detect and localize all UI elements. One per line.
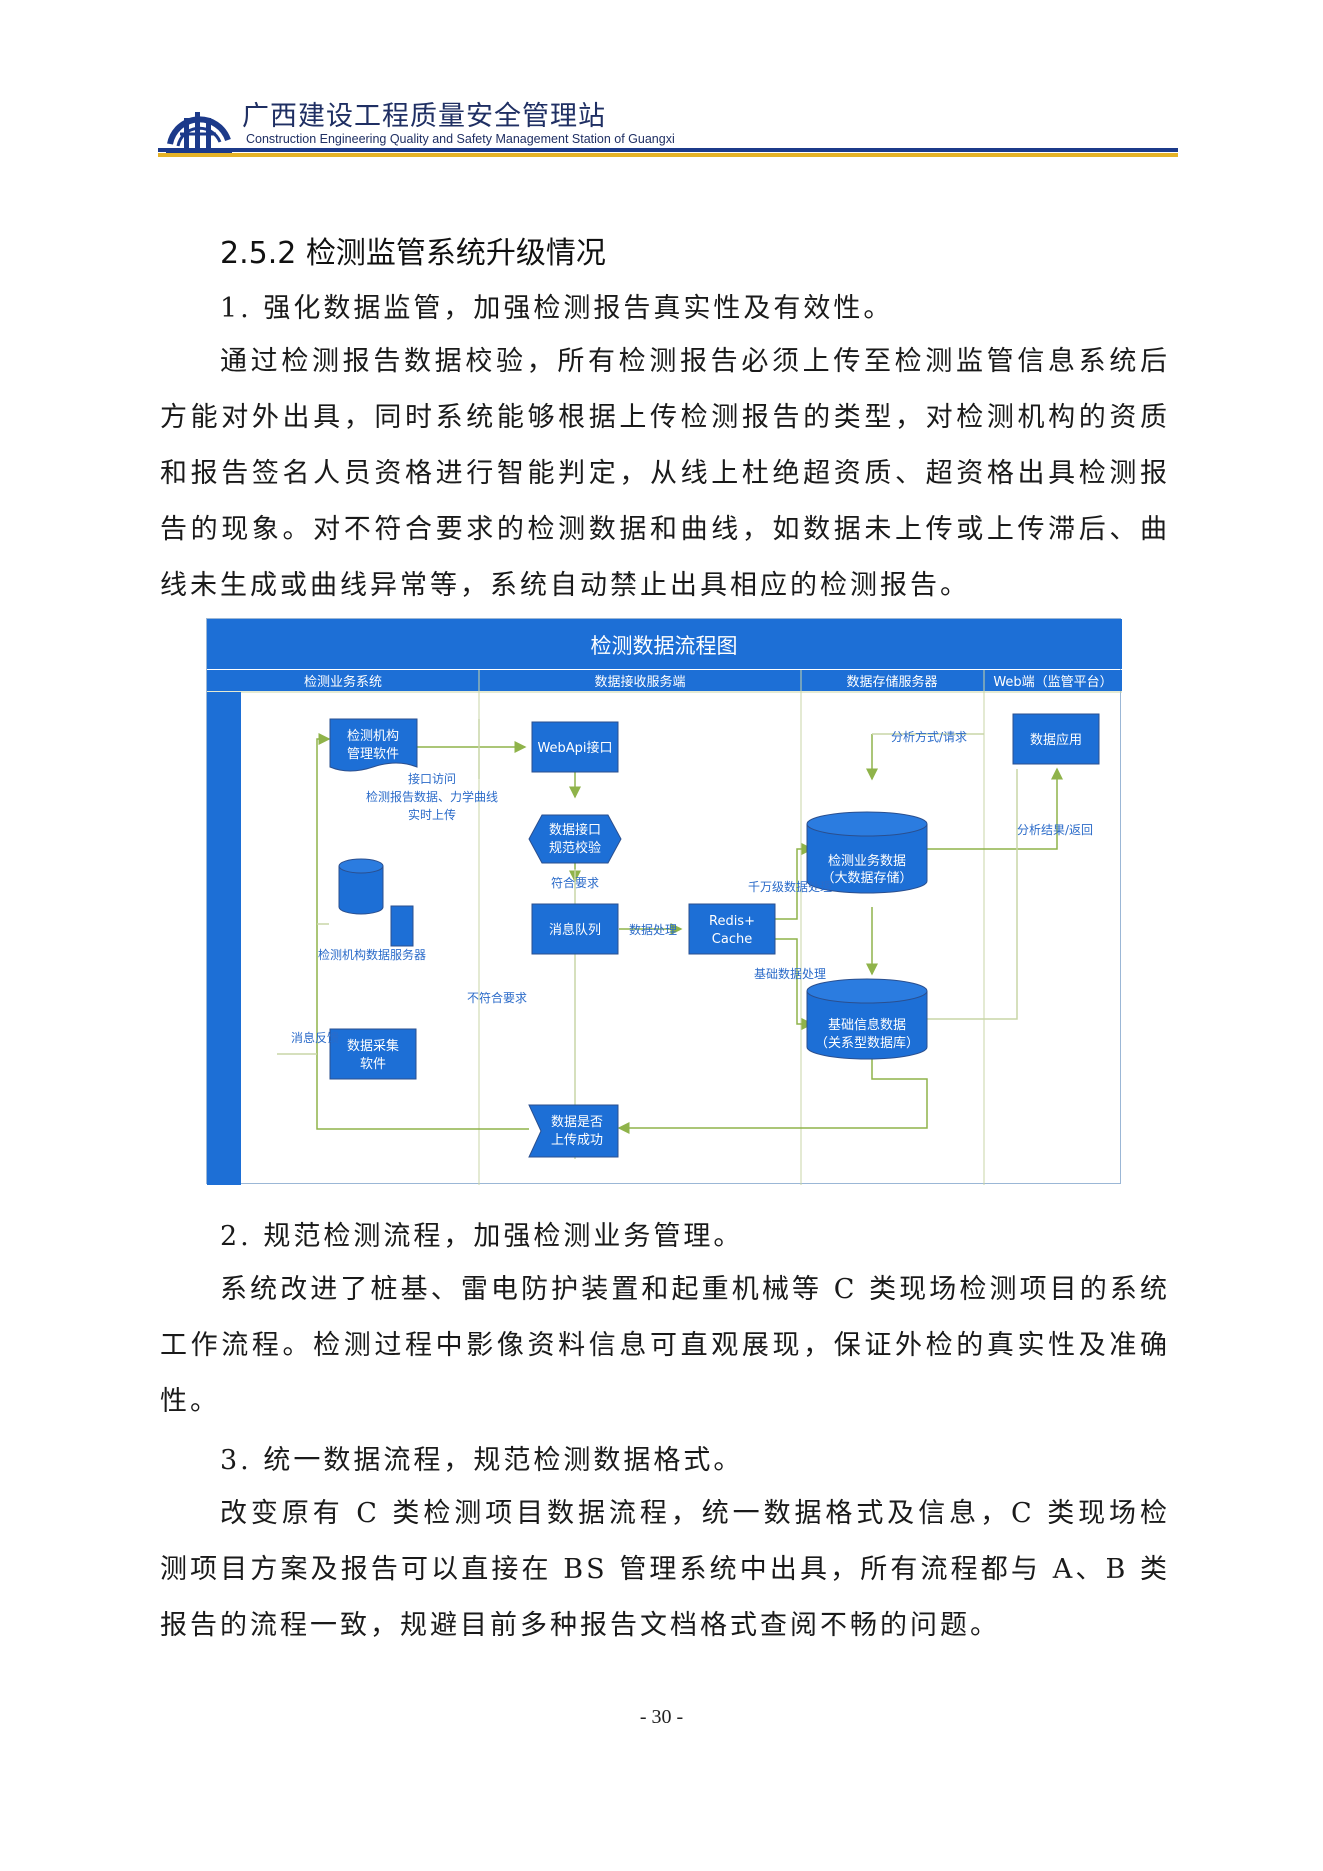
node-validate xyxy=(528,814,622,864)
svg-text:检测业务数据: 检测业务数据 xyxy=(828,853,906,869)
node-collect xyxy=(329,1028,417,1080)
node-upload-ok xyxy=(528,1104,619,1158)
svg-text:数据应用: 数据应用 xyxy=(1030,732,1082,748)
node-webapi xyxy=(531,721,619,773)
node-app xyxy=(1012,713,1100,765)
label-realtime-upload-1: 检测报告数据、力学曲线 xyxy=(366,789,498,804)
org-name-en: Construction Engineering Quality and Saf… xyxy=(246,132,675,146)
page-header: 广西建设工程质量安全管理站 Construction Engineering Q… xyxy=(158,92,1178,164)
svg-text:软件: 软件 xyxy=(360,1057,386,1072)
lane-1: 检测业务系统 xyxy=(304,674,382,690)
header-rule-gold xyxy=(158,153,1178,157)
node-redis xyxy=(688,903,776,955)
svg-text:WebApi接口: WebApi接口 xyxy=(537,740,612,756)
section-heading: 2.5.2 检测监管系统升级情况 xyxy=(220,236,606,271)
svg-text:基础信息数据: 基础信息数据 xyxy=(828,1017,906,1033)
svg-text:数据采集: 数据采集 xyxy=(347,1038,399,1054)
label-analysis-req: 分析方式/请求 xyxy=(891,729,967,744)
org-name-cn: 广西建设工程质量安全管理站 xyxy=(242,101,606,132)
svg-text:数据是否: 数据是否 xyxy=(551,1115,603,1130)
flow-diagram-svg: 检测数据流程图 检测业务系统 数据接收服务端 数据存储服务器 Web端（监管平台… xyxy=(207,619,1122,1185)
label-data-proc: 数据处理 xyxy=(629,922,677,937)
node-bigdata xyxy=(806,824,928,894)
svg-text:（关系型数据库）: （关系型数据库） xyxy=(815,1035,919,1051)
item-2-paragraph: 系统改进了桩基、雷电防护装置和起重机械等 C 类现场检测项目的系统工作流程。检测… xyxy=(160,1274,1170,1417)
svg-text:消息队列: 消息队列 xyxy=(549,922,601,938)
svg-text:上传成功: 上传成功 xyxy=(551,1133,603,1148)
page-number: - 30 - xyxy=(639,1706,684,1728)
svg-text:规范校验: 规范校验 xyxy=(549,840,601,856)
lane-3: 数据存储服务器 xyxy=(846,674,937,690)
svg-text:检测机构: 检测机构 xyxy=(347,729,399,744)
item-2-title: 2. 规范检测流程，加强检测业务管理。 xyxy=(220,1221,744,1252)
svg-text:管理软件: 管理软件 xyxy=(347,747,399,762)
item-3-paragraph: 改变原有 C 类检测项目数据流程，统一数据格式及信息，C 类现场检测项目方案及报… xyxy=(160,1498,1170,1641)
label-analysis-result: 分析结果/返回 xyxy=(1017,823,1093,837)
item-3-title: 3. 统一数据流程，规范检测数据格式。 xyxy=(220,1445,744,1476)
diagram-title: 检测数据流程图 xyxy=(591,634,738,658)
label-realtime-upload-2: 实时上传 xyxy=(408,807,456,822)
header-rule-blue xyxy=(158,148,1178,152)
svg-text:检测机构数据服务器: 检测机构数据服务器 xyxy=(318,947,426,962)
label-interface-access: 接口访问 xyxy=(408,771,456,786)
flow-diagram: 检测数据流程图 检测业务系统 数据接收服务端 数据存储服务器 Web端（监管平台… xyxy=(206,618,1122,1185)
svg-text:数据接口: 数据接口 xyxy=(549,822,601,838)
node-org-server-doc xyxy=(390,905,414,947)
node-org-server-db xyxy=(338,866,384,915)
label-feedback: 消息反馈 xyxy=(291,1030,339,1045)
svg-text:（大数据存储）: （大数据存储） xyxy=(821,871,912,886)
label-meets: 符合要求 xyxy=(551,875,599,890)
label-basic-proc: 基础数据处理 xyxy=(754,966,826,981)
node-queue xyxy=(531,903,619,955)
svg-text:Cache: Cache xyxy=(712,932,752,947)
node-org-software xyxy=(329,718,418,772)
item-1-paragraph: 通过检测报告数据校验，所有检测报告必须上传至检测监管信息系统后方能对外出具，同时… xyxy=(160,346,1170,601)
label-ten-million: 千万级数据处理 xyxy=(748,879,832,894)
lane-2: 数据接收服务端 xyxy=(594,674,685,690)
node-basic xyxy=(806,991,928,1060)
label-not-meets: 不符合要求 xyxy=(467,990,527,1005)
item-1-title: 1. 强化数据监管，加强检测报告真实性及有效性。 xyxy=(220,293,894,324)
lane-4: Web端（监管平台） xyxy=(993,675,1112,690)
svg-text:Redis+: Redis+ xyxy=(709,914,755,929)
